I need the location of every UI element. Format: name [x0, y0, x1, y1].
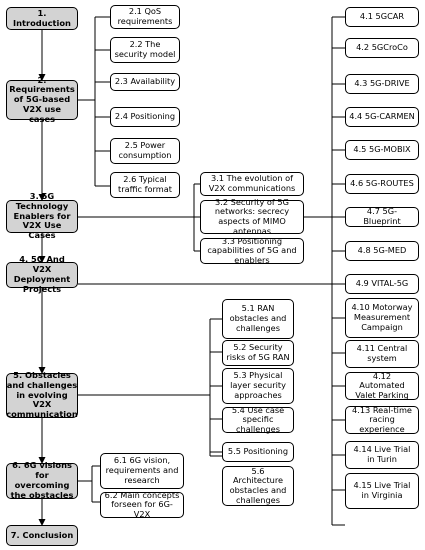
section-4-6-box: 4.6 5G-ROUTES	[345, 174, 419, 194]
section-4-13-box: 4.13 Real-time racing experience	[345, 405, 419, 434]
section-3-2-box: 3.2 Security of 5G networks: secrecy asp…	[200, 197, 304, 236]
section-3-box: 3. 5G Technology Enablers for V2X Use Ca…	[6, 191, 78, 240]
section-4-box: 4. 5G And V2X Deployment Projects	[6, 255, 78, 294]
section-2-3-box: 2.3 Availability	[110, 73, 180, 91]
section-4-7-box: 4.7 5G-Blueprint	[345, 206, 419, 227]
section-2-2-box: 2.2 The security model	[110, 37, 180, 63]
section-4-12-box: 4.12 Automated Valet Parking	[345, 371, 419, 400]
section-4-8-box: 4.8 5G-MED	[345, 241, 419, 261]
section-5-1-box: 5.1 RAN obstacles and challenges	[222, 299, 294, 339]
section-2-6-box: 2.6 Typical traffic format	[110, 172, 180, 198]
section-2-5-box: 2.5 Power consumption	[110, 138, 180, 164]
section-4-11-box: 4.11 Central system	[345, 340, 419, 368]
section-4-3-box: 4.3 5G-DRIVE	[345, 74, 419, 94]
section-4-2-box: 4.2 5GCroCo	[345, 38, 419, 58]
section-6-1-box: 6.1 6G vision, requirements and research	[100, 453, 184, 489]
section-5-box: 5. Obstacles and challenges in evolving …	[6, 370, 78, 420]
section-5-6-box: 5.6 Architecture obstacles and challenge…	[222, 466, 294, 506]
section-3-1-box: 3.1 The evolution of V2X communications	[200, 172, 304, 196]
section-6-2-box: 6.2 Main concepts forseen for 6G-V2X	[100, 490, 184, 519]
section-4-10-box: 4.10 Motorway Measurement Campaign	[345, 298, 419, 338]
section-4-14-box: 4.14 Live Trial in Turin	[345, 441, 419, 469]
section-5-5-box: 5.5 Positioning	[222, 442, 294, 462]
section-1-box: 1. Introduction	[6, 7, 78, 30]
section-2-4-box: 2.4 Positioning	[110, 107, 180, 127]
section-4-4-box: 4.4 5G-CARMEN	[345, 107, 419, 127]
section-5-4-box: 5.4 Use case specific challenges	[222, 405, 294, 434]
section-7-box: 7. Conclusion	[6, 525, 78, 546]
section-4-15-box: 4.15 Live Trial in Virginia	[345, 473, 419, 509]
section-3-3-box: 3.3 Positioning capabilities of 5G and e…	[200, 236, 304, 265]
section-4-1-box: 4.1 5GCAR	[345, 7, 419, 27]
section-2-box: 2. Requirements of 5G-based V2X use case…	[6, 75, 78, 124]
section-4-5-box: 4.5 5G-MOBIX	[345, 140, 419, 160]
section-2-1-box: 2.1 QoS requirements	[110, 5, 180, 29]
section-5-2-box: 5.2 Security risks of 5G RAN	[222, 340, 294, 366]
section-4-9-box: 4.9 VITAL-5G	[345, 274, 419, 294]
section-6-box: 6. 6G visions for overcoming the obstacl…	[6, 461, 78, 500]
section-5-3-box: 5.3 Physical layer security approaches	[222, 368, 294, 404]
